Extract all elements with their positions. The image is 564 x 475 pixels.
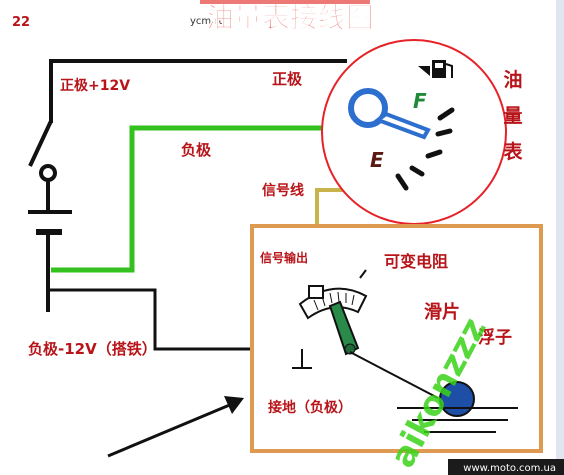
signal-output-label: 信号输出: [260, 250, 308, 265]
ground-symbol: [292, 349, 312, 369]
page-number: 22: [12, 15, 30, 30]
sender-unit-box: [250, 224, 543, 453]
float-label: 浮子: [478, 327, 512, 348]
negative-label: 负极: [181, 141, 212, 159]
slider-pivot: [344, 343, 356, 355]
gauge-label-char-3: 表: [503, 140, 523, 163]
fuel-gauge: F E: [321, 39, 507, 225]
title-top-shadow: [200, 0, 370, 4]
arrow-icon: [107, 396, 244, 458]
fuel-level-lines: [397, 407, 518, 433]
gauge-needle: [348, 88, 431, 140]
slider-arm: [328, 300, 360, 356]
gauge-full-label: F: [413, 89, 427, 113]
fuel-pump-icon: [418, 60, 453, 78]
positive-label: 正极: [272, 70, 303, 88]
gauge-label: 油 量 表: [503, 69, 523, 163]
footer-bar: [448, 459, 564, 475]
ground-label: 接地（负极）: [268, 399, 352, 416]
gauge-empty-label: E: [370, 148, 384, 172]
right-edge-strip: [556, 0, 564, 475]
gauge-ticks: [395, 107, 455, 191]
switch-symbol: [28, 120, 57, 182]
footer-url: www.moto.com.ua: [463, 463, 556, 474]
slider-label: 滑片: [424, 301, 460, 323]
gauge-label-char-2: 量: [503, 105, 522, 127]
battery-symbol: [28, 180, 72, 312]
page-title: 油量表接线图: [206, 1, 374, 34]
float-arm: [349, 351, 439, 399]
positive-wire: [49, 59, 347, 123]
negative-12v-label: 负极-12V（搭铁）: [28, 340, 157, 358]
variable-resistor: [298, 269, 368, 320]
signal-wire-label: 信号线: [262, 182, 304, 199]
variable-resistor-label: 可变电阻: [384, 252, 448, 271]
header-text: ycm.ru: [190, 16, 225, 27]
negative-wire: [51, 125, 334, 273]
positive-12v-label: 正极+12V: [60, 77, 130, 94]
gauge-label-char-1: 油: [503, 69, 522, 91]
